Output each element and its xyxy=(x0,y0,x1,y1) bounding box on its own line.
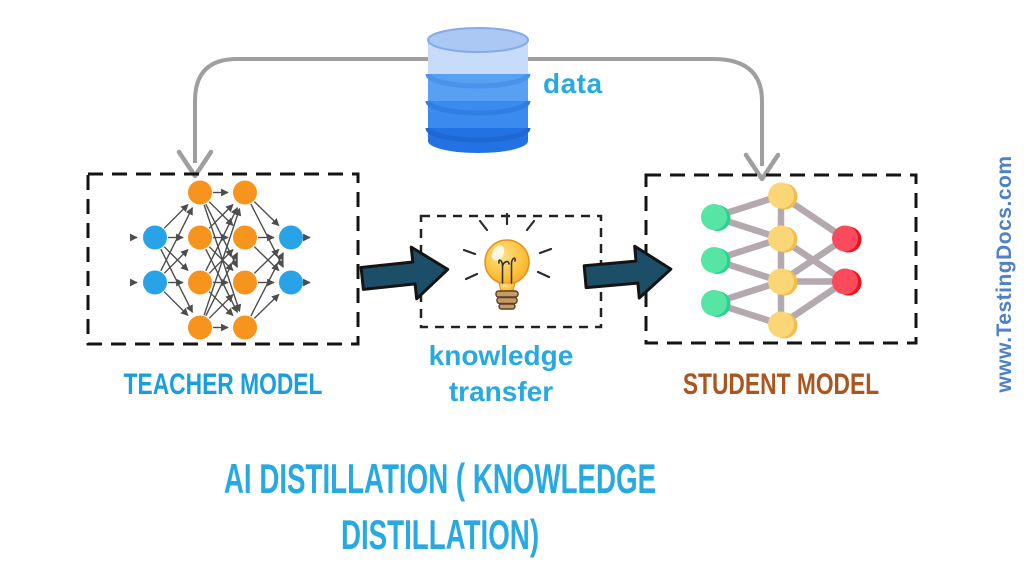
data-label: data xyxy=(543,68,603,99)
teacher-model-box xyxy=(86,172,360,346)
arrow-right-icon-right xyxy=(582,244,673,300)
teacher-network xyxy=(130,180,311,340)
database-icon xyxy=(425,27,531,153)
knowledge-transfer-line2: transfer xyxy=(448,376,554,407)
connector-line xyxy=(193,57,764,166)
lightbulb-rays xyxy=(462,212,553,281)
diagram-title-line1: AI DISTILLATION ( KNOWLEDGE xyxy=(223,455,657,502)
watermark: www.TestingDocs.com xyxy=(993,155,1016,393)
lightbulb-highlight xyxy=(491,245,505,261)
lightbulb-neck xyxy=(498,282,516,292)
diagram-title: AI DISTILLATION ( KNOWLEDGE DISTILLATION… xyxy=(150,451,731,563)
lightbulb-filament xyxy=(498,257,516,284)
knowledge-transfer-label: knowledge transfer xyxy=(401,338,601,410)
arrow-right-icon-left xyxy=(359,245,450,301)
student-network xyxy=(701,182,862,339)
arrow-down-icon-right xyxy=(743,152,781,182)
diagram-title-line2: DISTILLATION) xyxy=(340,511,540,558)
lightbulb-base xyxy=(495,290,519,310)
knowledge-transfer-line1: knowledge xyxy=(428,340,574,371)
teacher-model-label: TEACHER MODEL xyxy=(123,368,323,401)
lightbulb-icon xyxy=(462,212,553,310)
data-flow-connector xyxy=(176,57,781,182)
student-model-label: STUDENT MODEL xyxy=(682,368,880,401)
arrow-down-icon-left xyxy=(176,149,214,179)
